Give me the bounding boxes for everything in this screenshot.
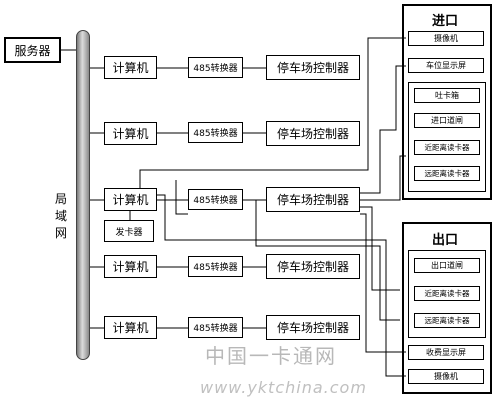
exit-gate: 出口道闸 [414, 258, 480, 273]
server-box: 服务器 [4, 37, 61, 63]
exit-title: 出口 [432, 233, 459, 248]
controller-3: 停车场控制器 [266, 187, 360, 212]
exit-camera: 摄像机 [408, 369, 484, 384]
computer-4: 计算机 [104, 255, 157, 278]
controller-1: 停车场控制器 [266, 55, 360, 80]
controller-label: 停车场控制器 [276, 321, 349, 335]
converter-label: 485转换器 [193, 324, 238, 334]
entrance-near-reader: 近距离读卡器 [414, 140, 480, 155]
controller-5: 停车场控制器 [266, 315, 360, 340]
converter-3: 485转换器 [188, 189, 243, 210]
entrance-near-reader-label: 近距离读卡器 [424, 143, 470, 152]
converter-label: 485转换器 [193, 64, 238, 74]
fee-display-label: 收费显示屏 [426, 348, 466, 357]
converter-label: 485转换器 [193, 263, 238, 273]
converter-1: 485转换器 [188, 57, 243, 78]
entrance-title: 进口 [432, 14, 459, 29]
controller-label: 停车场控制器 [276, 193, 349, 207]
exit-far-reader: 远距离读卡器 [414, 313, 480, 328]
converter-label: 485转换器 [193, 196, 238, 206]
computer-2: 计算机 [104, 122, 157, 145]
lan-label-3: 网 [55, 226, 68, 240]
computer-label: 计算机 [112, 321, 149, 335]
controller-2: 停车场控制器 [266, 121, 360, 146]
exit-far-reader-label: 远距离读卡器 [424, 316, 470, 325]
entrance-far-reader: 远距离读卡器 [414, 166, 480, 181]
entrance-far-reader-label: 远距离读卡器 [424, 169, 470, 178]
computer-label: 计算机 [112, 127, 149, 141]
server-label: 服务器 [14, 43, 51, 58]
converter-label: 485转换器 [193, 129, 238, 139]
converter-5: 485转换器 [188, 317, 243, 338]
entrance-device-group [408, 82, 486, 192]
controller-label: 停车场控制器 [276, 127, 349, 141]
exit-near-reader-label: 近距离读卡器 [424, 289, 470, 298]
entrance-gate-label: 进口道闸 [431, 116, 463, 125]
card-issuer-label: 发卡器 [115, 227, 143, 238]
computer-label: 计算机 [112, 260, 149, 274]
computer-5: 计算机 [104, 316, 157, 339]
computer-label: 计算机 [112, 193, 149, 207]
lan-label-1: 局 [55, 192, 68, 206]
controller-label: 停车场控制器 [276, 61, 349, 75]
controller-label: 停车场控制器 [276, 260, 349, 274]
entrance-camera-label: 摄像机 [434, 34, 458, 43]
exit-camera-label: 摄像机 [434, 372, 458, 381]
computer-label: 计算机 [112, 61, 149, 75]
entrance-space-display: 车位显示屏 [408, 58, 484, 73]
converter-4: 485转换器 [188, 256, 243, 277]
lan-label-2: 域 [55, 209, 68, 223]
entrance-gate: 进口道闸 [414, 113, 480, 128]
watermark-url: www.yktchina.com [200, 378, 367, 397]
ticket-box: 吐卡箱 [414, 88, 480, 103]
exit-gate-label: 出口道闸 [431, 261, 463, 270]
entrance-camera: 摄像机 [408, 31, 484, 46]
converter-2: 485转换器 [188, 122, 243, 143]
exit-device-group [408, 250, 486, 338]
watermark-cn: 中国一卡通网 [205, 344, 337, 368]
ticket-box-label: 吐卡箱 [435, 91, 459, 100]
fee-display: 收费显示屏 [408, 345, 484, 360]
lan-bus [76, 30, 90, 360]
card-issuer: 发卡器 [104, 220, 154, 242]
controller-4: 停车场控制器 [266, 254, 360, 279]
computer-1: 计算机 [104, 56, 157, 79]
exit-near-reader: 近距离读卡器 [414, 286, 480, 301]
computer-3: 计算机 [104, 188, 157, 211]
exit-panel [402, 222, 492, 394]
entrance-space-display-label: 车位显示屏 [426, 61, 466, 70]
entrance-panel [402, 4, 492, 200]
